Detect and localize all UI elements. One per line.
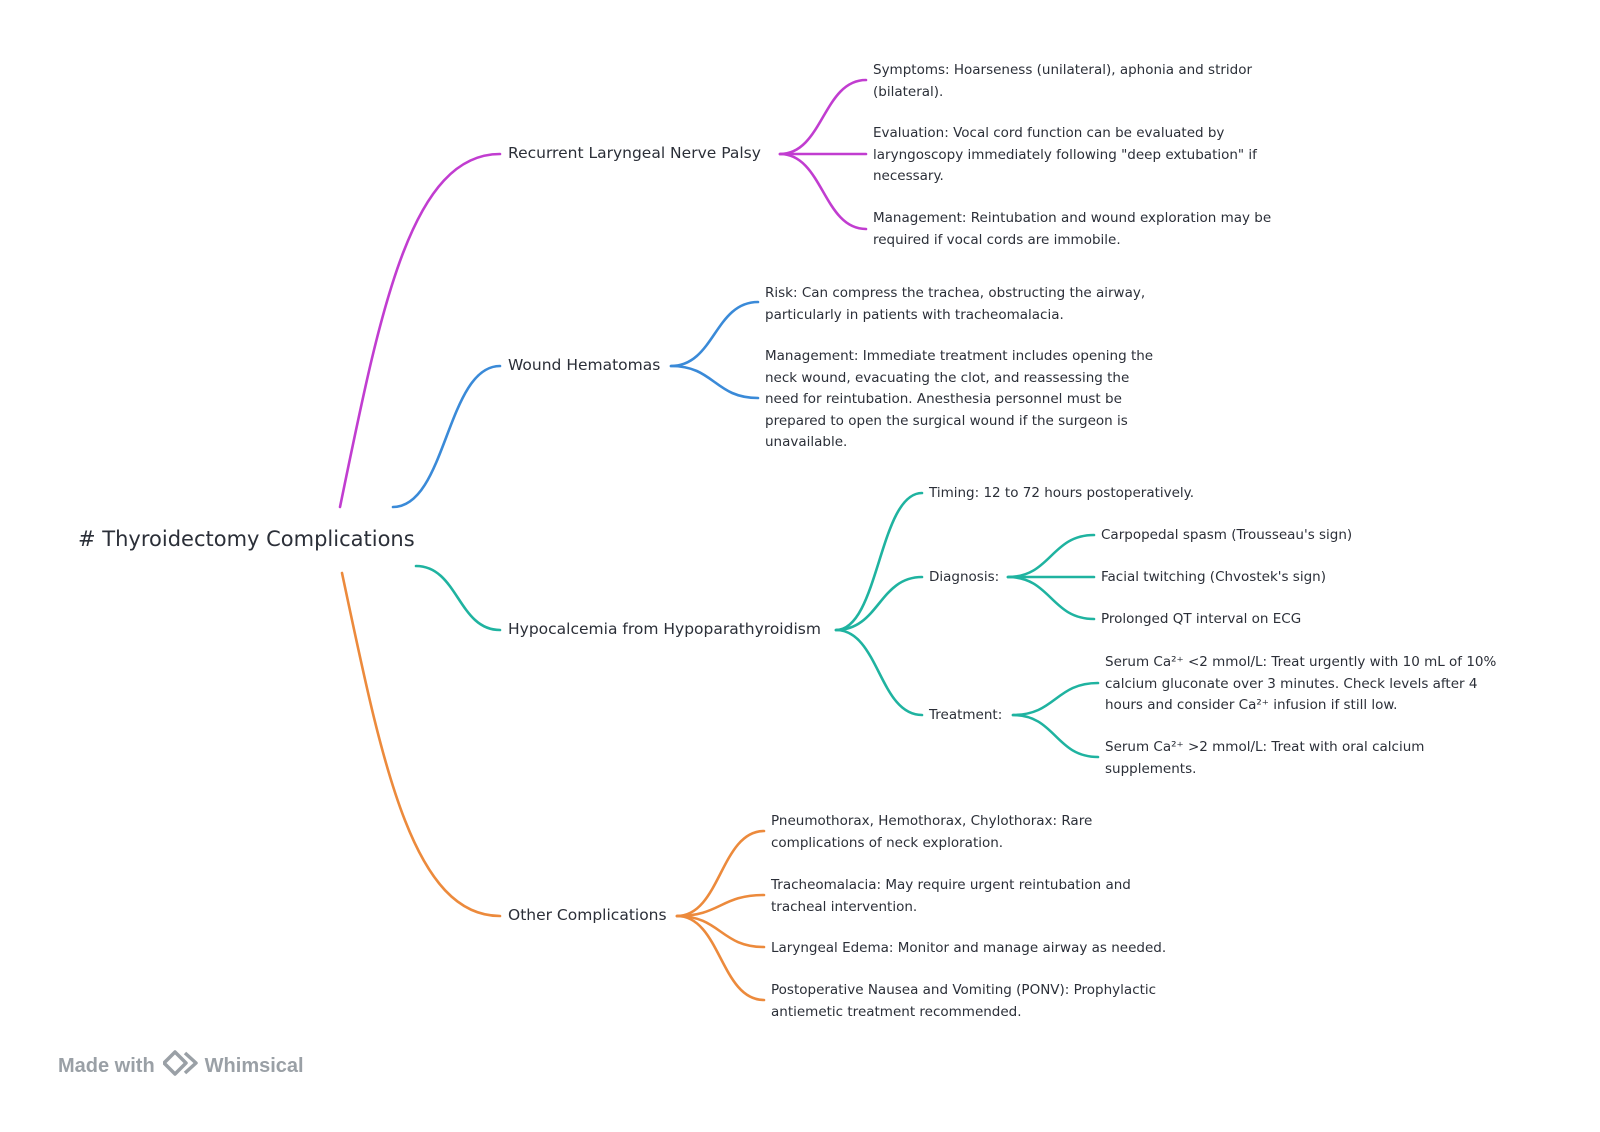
- root-node[interactable]: # Thyroidectomy Complications: [78, 527, 415, 551]
- edge-treatment-leaf-0: [1011, 681, 1100, 717]
- made-with-whimsical-footer[interactable]: Made with Whimsical: [58, 1050, 304, 1082]
- edge-hypocalcemia-child-2: [834, 628, 924, 717]
- leaf-diagnosis-qt-interval[interactable]: Prolonged QT interval on ECG: [1101, 611, 1302, 627]
- whimsical-brand-label: Whimsical: [204, 1054, 304, 1077]
- edge-root-hypocalcemia: [414, 564, 502, 632]
- made-with-label: Made with: [58, 1054, 155, 1077]
- node-hypocalcemia-treatment[interactable]: Treatment:: [929, 707, 1003, 723]
- leaf-other-laryngeal-edema[interactable]: Laryngeal Edema: Monitor and manage airw…: [771, 940, 1167, 956]
- whimsical-logo-icon: [161, 1050, 199, 1082]
- leaf-hematoma-risk[interactable]: Risk: Can compress the trachea, obstruct…: [765, 285, 1146, 323]
- branch-other-complications[interactable]: Other Complications: [508, 906, 667, 924]
- edge-hematoma-leaf-0: [669, 300, 760, 368]
- leaf-diagnosis-chvostek[interactable]: Facial twitching (Chvostek's sign): [1101, 569, 1326, 585]
- branch-wound-hematomas[interactable]: Wound Hematomas: [508, 356, 661, 374]
- edge-other-leaf-2: [675, 914, 766, 949]
- leaf-other-pneumothorax[interactable]: Pneumothorax, Hemothorax, Chylothorax: R…: [771, 813, 1093, 851]
- leaf-diagnosis-trousseau[interactable]: Carpopedal spasm (Trousseau's sign): [1101, 527, 1353, 543]
- branch-hypocalcemia[interactable]: Hypocalcemia from Hypoparathyroidism: [508, 620, 821, 638]
- edge-root-other: [340, 571, 502, 918]
- leaf-other-tracheomalacia[interactable]: Tracheomalacia: May require urgent reint…: [771, 877, 1131, 915]
- leaf-treatment-normal-calcium[interactable]: Serum Ca²⁺ >2 mmol/L: Treat with oral ca…: [1105, 739, 1425, 777]
- edge-rln-leaf-2: [778, 152, 868, 231]
- edge-other-leaf-0: [675, 829, 766, 918]
- edge-root-rln: [338, 152, 502, 509]
- leaf-rln-symptoms[interactable]: Symptoms: Hoarseness (unilateral), aphon…: [873, 62, 1253, 100]
- edge-rln-leaf-0: [778, 78, 868, 156]
- edge-hypocalcemia-child-1: [834, 575, 924, 632]
- edge-hypocalcemia-child-0: [834, 491, 924, 632]
- edge-hematoma-leaf-1: [669, 364, 760, 400]
- leaf-treatment-low-calcium[interactable]: Serum Ca²⁺ <2 mmol/L: Treat urgently wit…: [1105, 654, 1497, 713]
- leaf-hypocalcemia-timing[interactable]: Timing: 12 to 72 hours postoperatively.: [929, 485, 1195, 501]
- leaf-rln-management[interactable]: Management: Reintubation and wound explo…: [873, 210, 1272, 248]
- leaf-rln-evaluation[interactable]: Evaluation: Vocal cord function can be e…: [873, 125, 1257, 184]
- leaf-hematoma-management[interactable]: Management: Immediate treatment includes…: [765, 348, 1154, 450]
- leaf-other-ponv[interactable]: Postoperative Nausea and Vomiting (PONV)…: [771, 982, 1157, 1020]
- node-hypocalcemia-diagnosis[interactable]: Diagnosis:: [929, 569, 1000, 585]
- edge-other-leaf-3: [675, 914, 766, 1002]
- edge-diagnosis-leaf-2: [1006, 575, 1096, 621]
- edge-diagnosis-leaf-0: [1006, 533, 1096, 579]
- branch-recurrent-laryngeal-nerve-palsy[interactable]: Recurrent Laryngeal Nerve Palsy: [508, 144, 761, 162]
- edge-other-leaf-1: [675, 893, 766, 918]
- edge-root-hematoma: [391, 364, 502, 509]
- edge-treatment-leaf-1: [1011, 713, 1100, 759]
